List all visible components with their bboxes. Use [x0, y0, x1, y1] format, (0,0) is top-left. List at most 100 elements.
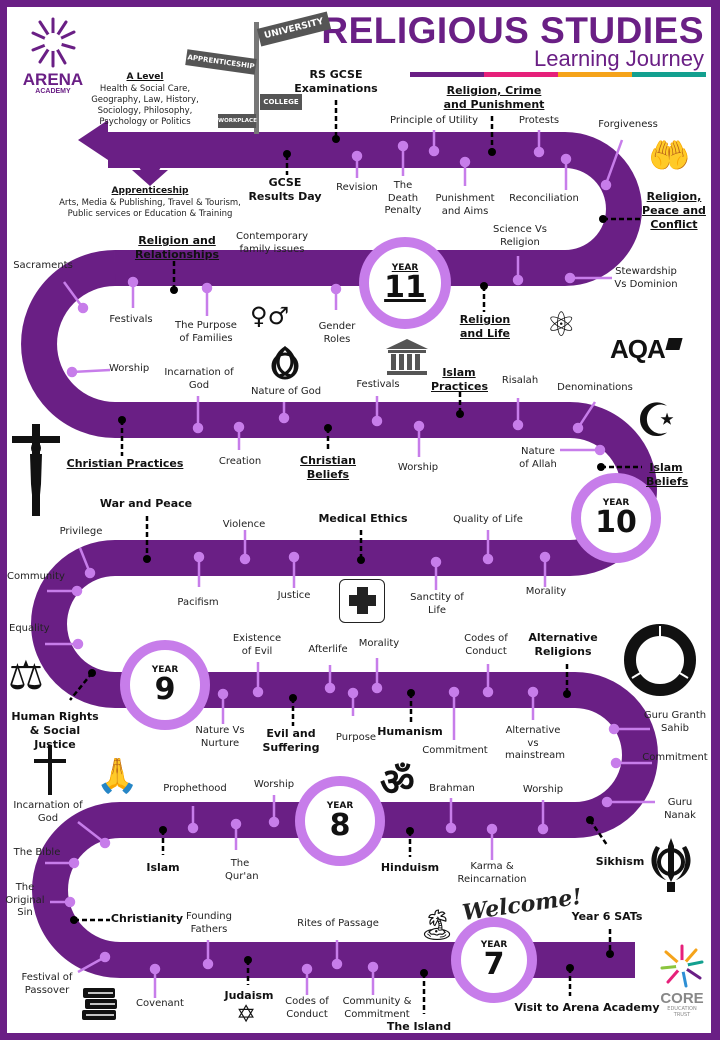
topic-gender-roles: Gender Roles	[318, 321, 356, 345]
topic-nature-vs-nurture: Nature Vs Nurture	[195, 725, 245, 749]
unit-christian-beliefs: Christian Beliefs	[300, 454, 356, 481]
core-trust-logo: CORE EDUCATION TRUST	[654, 944, 710, 1018]
page-subtitle: Learning Journey	[533, 46, 704, 71]
aqa-logo: AQA	[610, 334, 683, 365]
color-bar-orange	[558, 72, 632, 77]
topic-revision: Revision	[336, 182, 378, 193]
unit-christianity: Christianity	[110, 912, 184, 925]
latin-cross-icon	[30, 745, 70, 795]
scales-of-justice-icon: ⚖	[8, 653, 44, 699]
topic-worship-y11: Worship	[109, 363, 150, 374]
arena-logo-name: ARENA	[22, 70, 84, 89]
topic-festivals-y10: Festivals	[356, 379, 400, 390]
a-level-title: A Level	[126, 72, 164, 82]
milestone-visit-to-arena-academy: Visit to Arena Academy	[514, 1001, 660, 1014]
page-title: RELIGIOUS STUDIES	[321, 10, 704, 51]
topic-karma-reincarnation: Karma & Reincarnation	[457, 861, 527, 885]
color-bar-purple	[410, 72, 484, 77]
milestone-year-6-sats: Year 6 SATs	[571, 910, 643, 923]
topic-founding-fathers: Founding Fathers	[185, 911, 232, 935]
topic-reconciliation: Reconciliation	[509, 193, 579, 204]
unit-human-rights-social-justice: Human Rights & Social Justice	[11, 710, 99, 751]
topic-risalah: Risalah	[501, 375, 539, 386]
topic-sanctity-of-life: Sanctity of Life	[410, 592, 464, 616]
topic-nature-of-allah: Nature of Allah	[519, 446, 557, 470]
topic-alternative-vs-mainstream: Alternative vs mainstream	[505, 725, 566, 761]
apprenticeship-arrow	[132, 170, 168, 186]
topic-privilege: Privilege	[59, 526, 103, 537]
unit-war-and-peace: War and Peace	[99, 497, 193, 510]
topic-festivals-y11: Festivals	[109, 314, 153, 325]
topic-sacraments: Sacraments	[13, 260, 73, 271]
topic-incarnation-of-god-y10: Incarnation of God	[164, 367, 234, 391]
unit-sikhism: Sikhism	[595, 855, 645, 868]
topic-death-penalty: The Death Penalty	[384, 180, 422, 216]
core-burst-icon	[660, 944, 704, 988]
topic-commitment-sikhism: Commitment	[642, 752, 708, 763]
signpost-workplace: WORKPLACE	[218, 114, 257, 128]
topic-purpose-of-families: The Purpose of Families	[175, 320, 237, 344]
life-death-rebirth-cycle-icon	[624, 624, 696, 696]
topic-community-y10: Community	[7, 571, 65, 582]
arena-logo: ARENA ACADEMY	[22, 16, 84, 95]
milestone-gcse-results-day: GCSE Results Day	[248, 176, 322, 203]
atom-icon: ⚛	[546, 305, 577, 345]
topic-morality-y9: Morality	[358, 638, 400, 649]
topic-existence-of-evil: Existence of Evil	[232, 633, 282, 657]
crescent-star-icon: ☪	[636, 393, 678, 447]
books-stack-icon	[80, 986, 120, 1022]
crucifix-icon	[8, 422, 64, 522]
unit-religion-peace-conflict: Religion, Peace and Conflict	[642, 190, 706, 231]
unit-islam-beliefs: Islam Beliefs	[646, 461, 689, 488]
topic-science-vs-religion: Science Vs Religion	[493, 224, 547, 248]
trinity-knot-icon	[264, 344, 306, 384]
topic-community-commitment: Community & Commitment	[342, 996, 412, 1020]
unit-evil-and-suffering: Evil and Suffering	[262, 727, 320, 754]
topic-commitment-y9: Commitment	[422, 745, 488, 756]
praying-hands-icon: 🙏	[96, 756, 139, 796]
topic-contemporary-family-issues: Contemporary family issues	[236, 231, 308, 255]
apprenticeship-title: Apprenticeship	[111, 186, 189, 196]
topic-worship-hinduism: Worship	[522, 784, 564, 795]
star-of-david-icon: ✡	[236, 1000, 257, 1028]
color-bar-pink	[484, 72, 558, 77]
topic-quality-of-life: Quality of Life	[453, 514, 523, 525]
topic-worship-islam: Worship	[253, 779, 295, 790]
a-level-pathway: A Level Health & Social Care, Geography,…	[91, 72, 199, 127]
unit-religion-and-life: Religion and Life	[459, 313, 511, 340]
topic-the-quran: The Qur'an	[225, 858, 259, 882]
topic-stewardship-vs-dominion: Stewardship Vs Dominion	[614, 266, 678, 290]
topic-punishment-and-aims: Punishment and Aims	[435, 193, 495, 217]
hands-heart-icon: 🤲	[648, 136, 691, 176]
topic-violence: Violence	[222, 519, 266, 530]
unit-alternative-religions: Alternative Religions	[528, 631, 598, 658]
apprenticeship-pathway: Apprenticeship Arts, Media & Publishing,…	[59, 186, 241, 219]
topic-morality-y10: Morality	[525, 586, 567, 597]
unit-judaism: Judaism	[224, 989, 274, 1002]
palm-island-icon: 🏝	[418, 908, 457, 943]
signpost-college: COLLEGE	[260, 94, 302, 110]
unit-islam: Islam	[146, 861, 180, 874]
topic-festival-of-passover: Festival of Passover	[21, 972, 73, 996]
topic-worship-y10: Worship	[397, 462, 439, 473]
unit-medical-ethics: Medical Ethics	[318, 512, 408, 525]
unit-hinduism: Hinduism	[380, 861, 440, 874]
topic-afterlife: Afterlife	[308, 644, 348, 655]
a-level-arrow	[78, 120, 330, 160]
topic-protests: Protests	[518, 115, 560, 126]
topic-codes-of-conduct-y7: Codes of Conduct	[285, 996, 329, 1020]
topic-creation: Creation	[218, 456, 262, 467]
aqa-mark-icon	[665, 338, 683, 350]
unit-humanism: Humanism	[377, 725, 443, 738]
arena-logo-sub: ACADEMY	[35, 88, 71, 95]
temple-icon	[384, 337, 430, 377]
unit-the-island: The Island	[386, 1020, 452, 1033]
topic-forgiveness: Forgiveness	[598, 119, 658, 130]
